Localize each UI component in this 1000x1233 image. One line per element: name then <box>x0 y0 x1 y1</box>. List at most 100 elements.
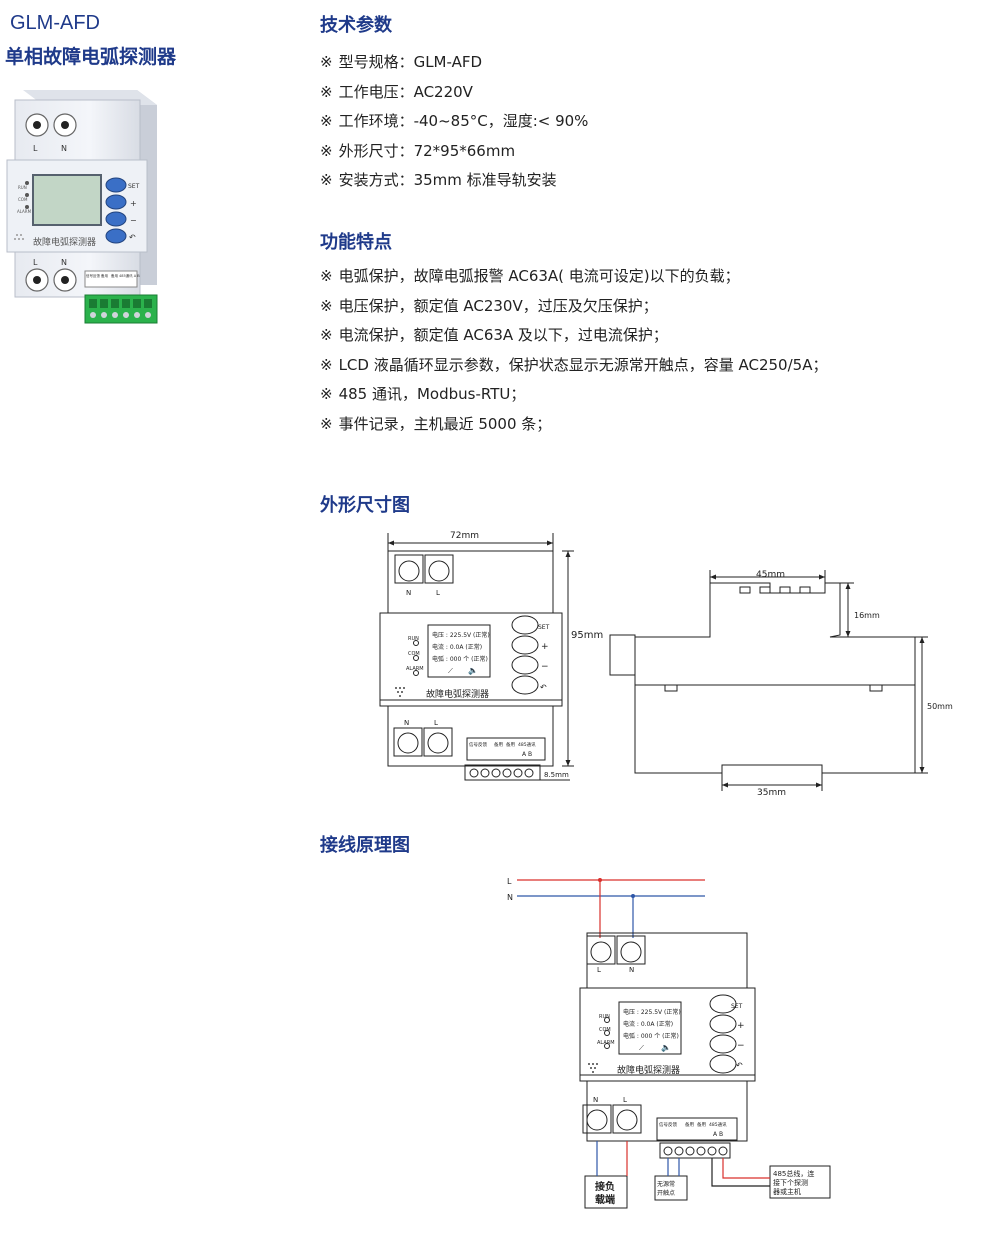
list-item-text: 电弧保护，故障电弧报警 AC63A( 电流可设定)以下的负载； <box>338 267 740 285</box>
indicator-label: COM <box>408 651 420 657</box>
features-title: 功能特点 <box>320 232 392 253</box>
indicator-label: COM <box>599 1027 611 1033</box>
bullet-mark: ※ <box>320 414 333 433</box>
lcd-screen <box>32 174 102 226</box>
dimension-drawing: 72mm 95mm 8.5mm N L N L 电压 : 225.5V (正常)… <box>379 531 953 798</box>
list-item: ※ 工作环境：-40~85°C，湿度:< 90% <box>320 107 588 137</box>
bullet-mark: ※ <box>320 112 333 130</box>
button-label: SET <box>128 183 140 190</box>
photo-terminal-label: N <box>61 258 67 267</box>
button-label: − <box>130 216 137 225</box>
list-item: ※电弧保护，故障电弧报警 AC63A( 电流可设定)以下的负载； <box>320 262 827 292</box>
line-label: N <box>507 893 513 902</box>
panel-label: 故障电弧探测器 <box>617 1064 680 1076</box>
button-label: − <box>737 1041 745 1051</box>
tech-list: ※型号规格：GLM-AFD ※工作电压：AC220V ※工作环境：-40~85°… <box>320 48 588 196</box>
dim-side-height-label: 50mm <box>927 702 953 711</box>
panel-label: 故障电弧探测器 <box>426 688 489 700</box>
list-item: ※ 型号规格：GLM-AFD <box>320 48 588 78</box>
product-name: 单相故障电弧探测器 <box>5 46 177 68</box>
plus-button[interactable] <box>105 194 127 210</box>
terminal-label: N <box>406 589 411 597</box>
indicator-label: ALARM <box>597 1040 615 1046</box>
block-label: 信号反馈 <box>659 1121 677 1128</box>
bullet-mark: ※ <box>320 296 333 315</box>
dim-height-label: 95mm <box>571 630 603 641</box>
terminal-label: N <box>593 1096 598 1104</box>
list-item: ※ 事件记录，主机最近 5000 条； <box>320 410 827 440</box>
indicator-label: COM <box>18 197 28 202</box>
list-item-text: LCD 液晶循环显示参数，保护状态显示无源常开触点，容量 AC250/5A； <box>338 355 828 374</box>
list-item-text: 485 通讯，Modbus-RTU； <box>338 385 526 403</box>
list-item: ※485 通讯，Modbus-RTU； <box>320 380 827 410</box>
set-button[interactable] <box>105 177 127 193</box>
lcd-line: 电弧 : 000 个 (正常) <box>623 1032 679 1040</box>
terminal-label: L <box>623 1096 627 1104</box>
indicator-label: RUN <box>408 636 419 642</box>
load-label: 接负 <box>595 1180 615 1193</box>
block-label: 信号反馈 <box>469 741 487 748</box>
back-button[interactable] <box>105 228 127 244</box>
dim-side-top-label: 45mm <box>756 570 785 580</box>
button-label: − <box>541 662 549 672</box>
list-item-text: 电流保护，额定值 AC63A 及以下，过电流保护； <box>338 326 668 344</box>
tech-title: 技术参数 <box>320 15 392 36</box>
terminal-label: L <box>597 966 601 974</box>
block-label: 信号反馈 <box>86 273 100 278</box>
block-label: 备用 <box>697 1121 706 1128</box>
list-item-text: 事件记录，主机最近 5000 条； <box>338 414 552 433</box>
mute-icon: 🔈 <box>661 1043 671 1052</box>
dim-foot-label: 8.5mm <box>544 771 569 779</box>
indicator-label: ALARM <box>406 666 424 672</box>
mute-icon: 🔈 <box>468 666 478 675</box>
dim-width-label: 72mm <box>450 531 479 541</box>
line-label: L <box>507 877 512 886</box>
photo-terminal-label: L <box>33 144 38 153</box>
terminal-label: L <box>436 589 440 597</box>
lcd-line: 电压 : 225.5V (正常) <box>623 1008 681 1016</box>
button-label: ↶ <box>128 233 136 242</box>
list-item: ※外形尺寸：72*95*66mm <box>320 137 588 167</box>
contact-label: 无源常 <box>657 1180 675 1188</box>
block-label: 485通讯 <box>709 1121 727 1128</box>
block-label: 485通讯 <box>518 741 536 748</box>
bullet-mark: ※ <box>320 355 333 374</box>
button-label: ↶ <box>735 1061 743 1070</box>
button-label: SET <box>538 624 550 631</box>
photo-terminal-label: N <box>61 144 67 153</box>
photo-panel-label: 故障电弧探测器 <box>33 236 96 248</box>
list-item-text: 工作电压：AC220V <box>338 82 473 101</box>
lcd-line: 电流 : 0.0A (正常) <box>432 643 482 651</box>
indicator-label: ALARM <box>17 209 32 214</box>
wiring-title: 接线原理图 <box>320 835 410 856</box>
contact-label: 开触点 <box>657 1189 675 1197</box>
terminal-label: L <box>434 719 438 727</box>
list-item: ※安装方式：35mm 标准导轨安装 <box>320 166 588 196</box>
load-label: 载端 <box>595 1193 615 1206</box>
photo-terminal-label: L <box>33 258 38 267</box>
bullet-mark: ※ <box>320 141 333 160</box>
list-item: ※电压保护，额定值 AC230V，过压及欠压保护； <box>320 292 827 322</box>
block-label: 备用 <box>111 273 118 278</box>
block-label: 备用 <box>494 741 503 748</box>
product-photo: L N RUN COM ALARM SET + − ↶ 故障电弧探测器 L N … <box>6 90 158 324</box>
list-item-text: 安装方式：35mm 标准导轨安装 <box>338 171 557 189</box>
list-item: ※电流保护，额定值 AC63A 及以下，过电流保护； <box>320 321 827 351</box>
features-list: ※电弧保护，故障电弧报警 AC63A( 电流可设定)以下的负载； ※电压保护，额… <box>320 262 827 439</box>
block-label: 备用 <box>506 741 515 748</box>
wiring-diagram: L N L N N L 电压 : 225.5V (正常) 电流 : 0.0A (… <box>507 877 831 1209</box>
list-item: ※工作电压：AC220V <box>320 78 588 108</box>
lcd-line: 电压 : 225.5V (正常) <box>432 631 490 639</box>
bullet-mark: ※ <box>320 53 333 71</box>
dim-side-step-label: 16mm <box>854 611 880 620</box>
button-label: SET <box>731 1003 743 1010</box>
list-item-text: 工作环境：-40~85°C，湿度:< 90% <box>338 112 589 130</box>
terminal-label: N <box>629 966 634 974</box>
minus-button[interactable] <box>105 211 127 227</box>
block-label: 备用 <box>685 1121 694 1128</box>
button-label: + <box>541 642 549 652</box>
list-item-text: 型号规格：GLM-AFD <box>338 53 483 71</box>
terminal-label: N <box>404 719 409 727</box>
indicator-label: RUN <box>18 185 27 190</box>
switch-icon: ⟋ <box>448 667 453 675</box>
